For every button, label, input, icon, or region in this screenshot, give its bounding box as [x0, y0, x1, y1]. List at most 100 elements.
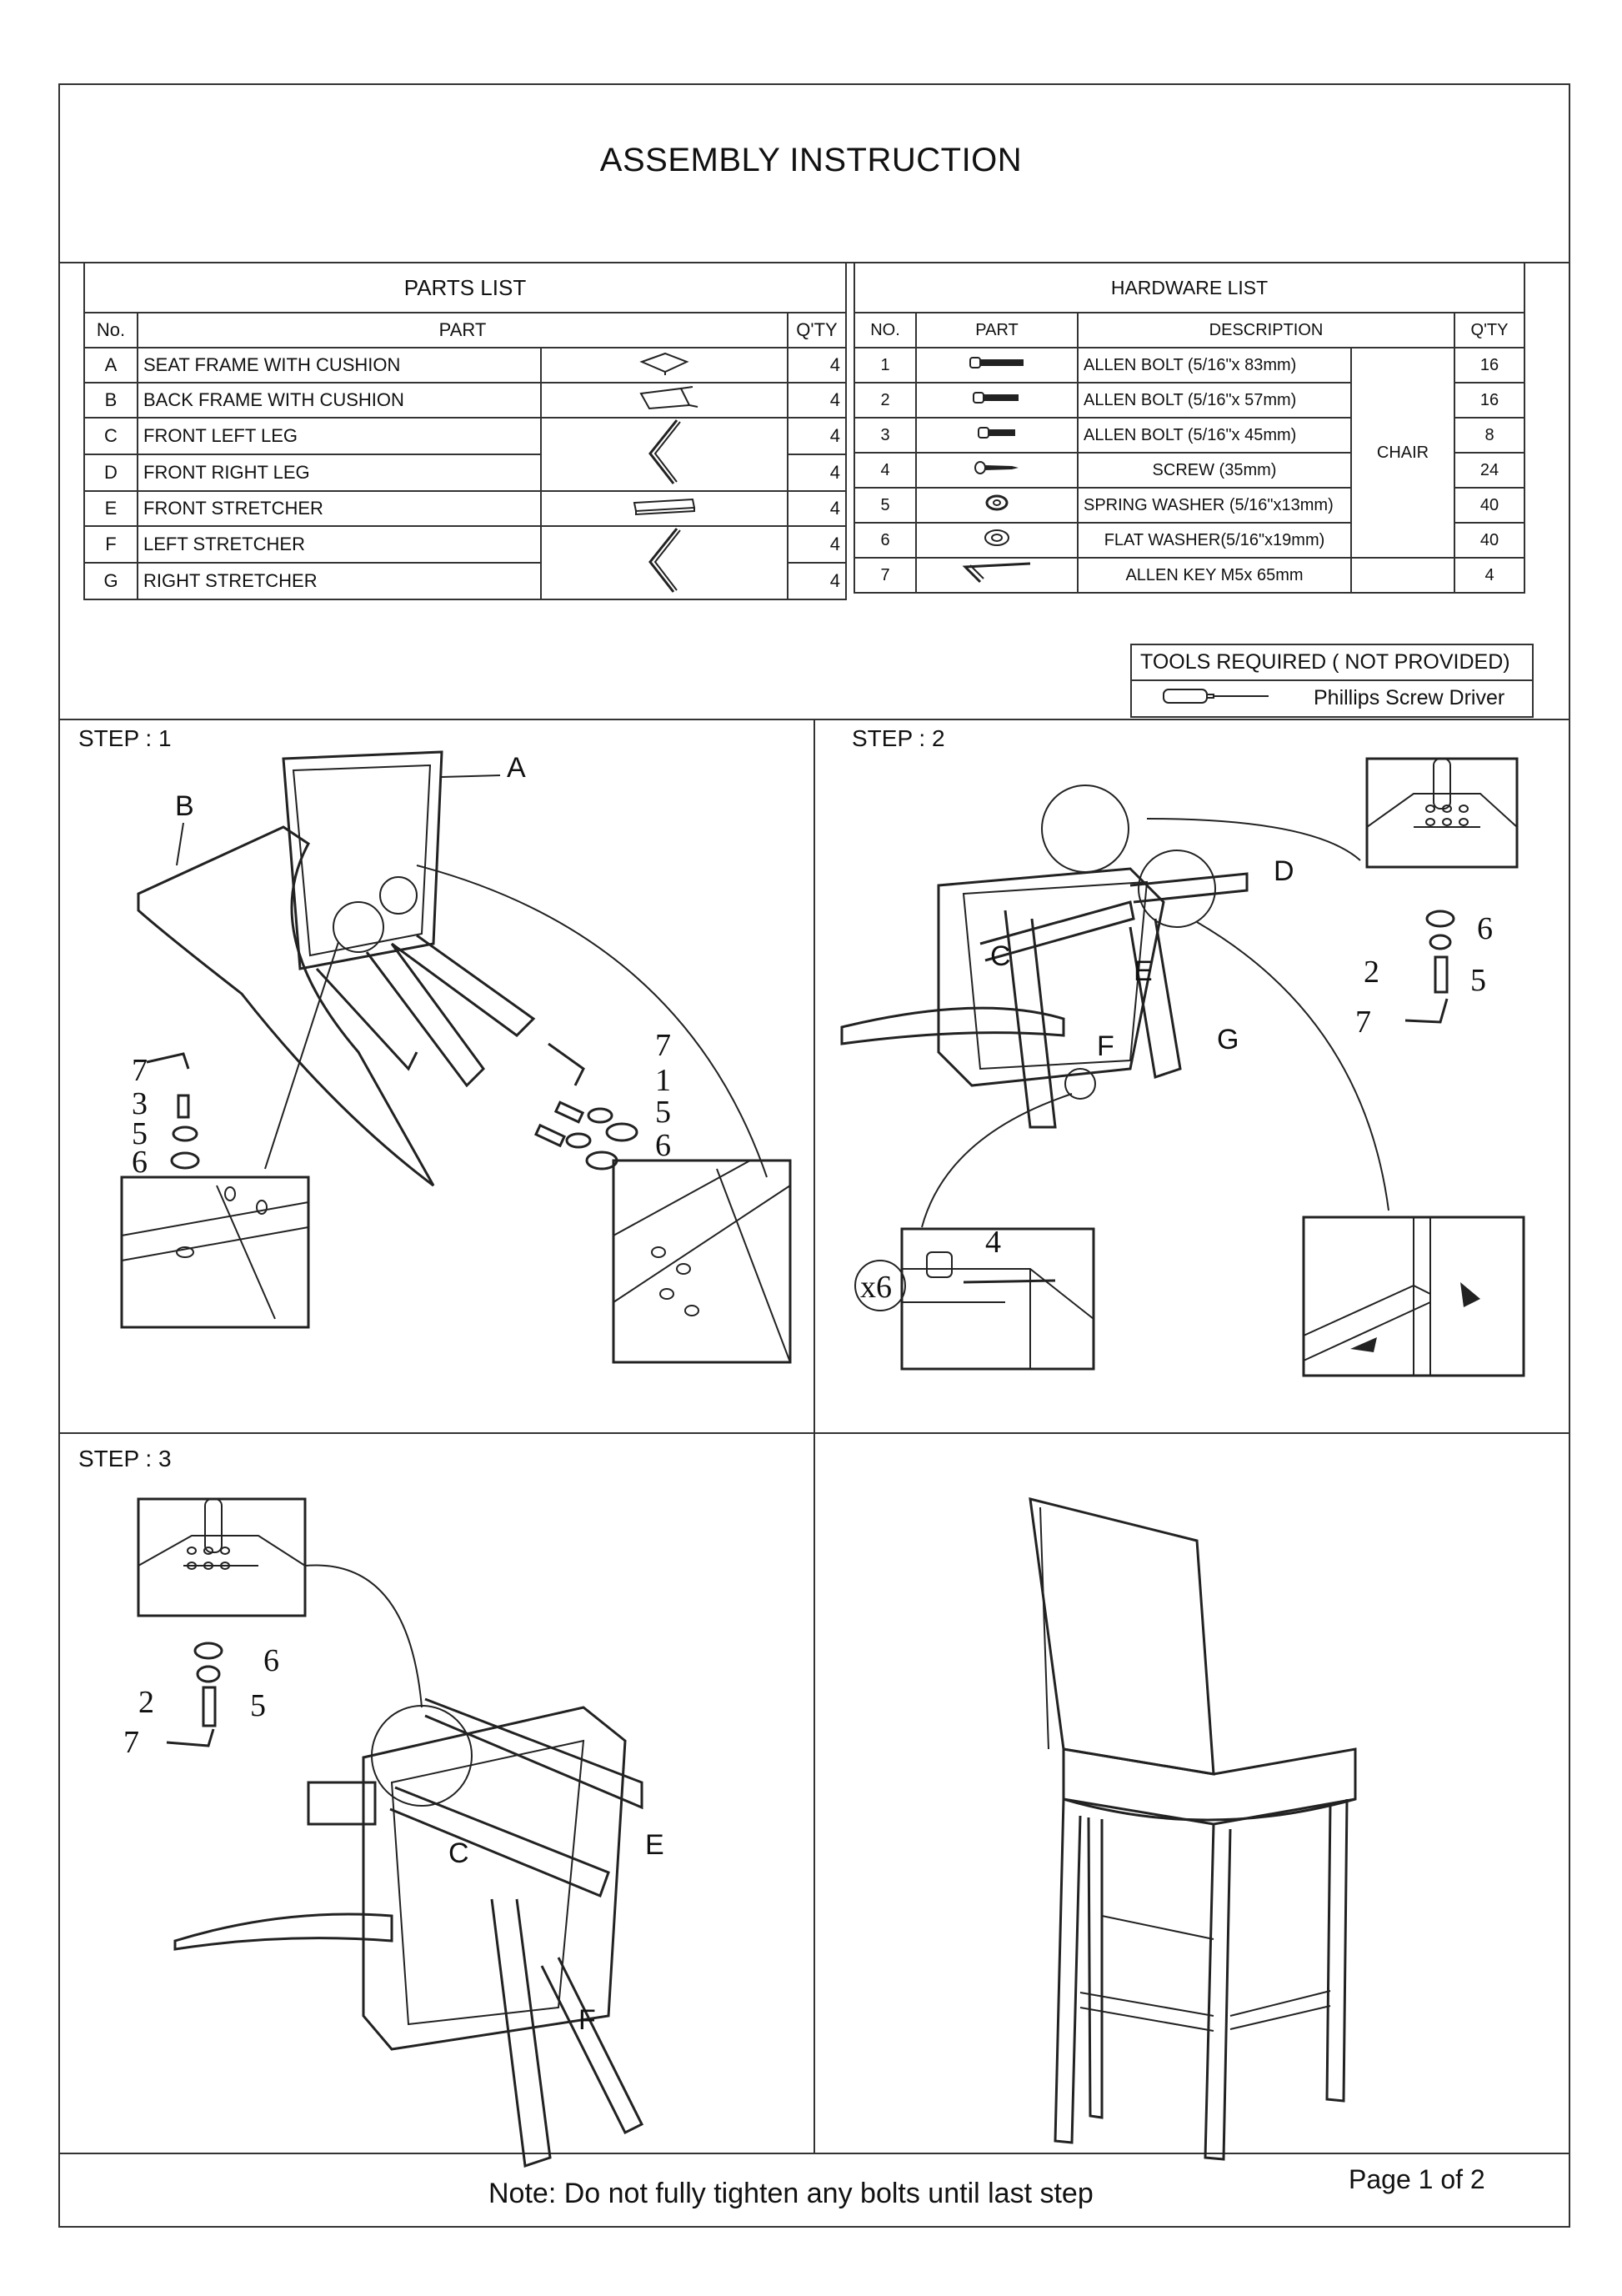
label-d: D	[1274, 855, 1294, 887]
stretcher-icon	[540, 490, 788, 527]
label-b: B	[175, 790, 194, 822]
label-5: 5	[1470, 963, 1486, 998]
part-name: FRONT RIGHT LEG	[137, 454, 542, 492]
table-row: 5 SPRING WASHER (5/16"x13mm) 40	[854, 487, 1525, 524]
parts-header-qty: Q'TY	[787, 312, 847, 348]
label-2: 2	[1364, 955, 1379, 990]
table-row: 3 ALLEN BOLT (5/16"x 45mm) 8	[854, 417, 1525, 454]
table-row: 4 SCREW (35mm) 24	[854, 452, 1525, 489]
table-row: 6 FLAT WASHER(5/16"x19mm) 40	[854, 522, 1525, 559]
parts-list-table: PARTS LIST No. PART Q'TY A SEAT FRAME WI…	[83, 262, 847, 600]
table-row: C FRONT LEFT LEG 4	[83, 417, 847, 492]
part-no: F	[83, 525, 138, 564]
hw-qty: 16	[1454, 347, 1525, 384]
table-row: G RIGHT STRETCHER 4	[83, 562, 847, 600]
detail-box	[612, 1159, 792, 1364]
page-number: Page 1 of 2	[1349, 2164, 1485, 2194]
step-1-illustration: A B 7 3 5 6 7 1 5 6	[120, 750, 792, 1364]
label-6: 6	[132, 1145, 148, 1180]
tools-item: Phillips Screw Driver	[1314, 686, 1505, 709]
label-x6: x6	[860, 1270, 892, 1305]
label-5: 5	[655, 1095, 671, 1130]
bolt-icon	[915, 417, 1079, 454]
part-name: LEFT STRETCHER	[137, 525, 542, 564]
part-qty: 4	[787, 490, 847, 527]
label-6: 6	[1477, 911, 1493, 946]
hw-qty: 40	[1454, 522, 1525, 559]
hw-no: 4	[854, 452, 917, 489]
part-qty: 4	[787, 382, 847, 419]
table-row: F LEFT STRETCHER 4	[83, 525, 847, 600]
allen-key-icon	[915, 557, 1079, 594]
hw-header-part: PART	[915, 312, 1079, 348]
table-row: D FRONT RIGHT LEG 4	[83, 454, 847, 492]
side-stretcher-icon	[540, 525, 788, 600]
spring-washer-icon	[915, 487, 1079, 524]
label-6: 6	[655, 1128, 671, 1163]
hw-description: SPRING WASHER (5/16"x13mm)	[1077, 487, 1352, 524]
label-7: 7	[655, 1028, 671, 1063]
label-2: 2	[138, 1685, 154, 1720]
hw-header-qty: Q'TY	[1454, 312, 1525, 348]
hw-header-description: DESCRIPTION	[1077, 312, 1455, 348]
label-e: E	[645, 1829, 664, 1861]
label-5: 5	[250, 1688, 266, 1723]
screw-icon	[915, 452, 1079, 489]
detail-circle	[379, 876, 418, 915]
hw-description: ALLEN BOLT (5/16"x 45mm)	[1077, 417, 1352, 454]
detail-box	[137, 1497, 307, 1617]
part-no: C	[83, 417, 138, 455]
seat-frame-icon	[540, 347, 788, 384]
divider-steps-vertical	[814, 719, 815, 2153]
detail-circle	[1064, 1068, 1096, 1100]
tools-header: TOOLS REQUIRED ( NOT PROVIDED)	[1132, 645, 1532, 681]
label-f: F	[578, 2004, 596, 2036]
label-e: E	[1134, 955, 1153, 987]
page-frame	[58, 83, 1570, 2228]
hw-qty: 8	[1454, 417, 1525, 454]
hw-qty: 24	[1454, 452, 1525, 489]
detail-circle	[333, 901, 384, 953]
label-3: 3	[132, 1086, 148, 1121]
hw-no: 2	[854, 382, 917, 419]
part-no: D	[83, 454, 138, 492]
hw-no: 7	[854, 557, 917, 594]
table-row: E FRONT STRETCHER 4	[83, 490, 847, 527]
label-f: F	[1097, 1030, 1114, 1062]
label-a: A	[507, 752, 526, 784]
detail-circle	[371, 1705, 473, 1807]
step-3-label: STEP : 3	[78, 1446, 172, 1471]
hw-description: ALLEN BOLT (5/16"x 57mm)	[1077, 382, 1352, 419]
label-c: C	[990, 940, 1011, 972]
detail-box	[120, 1176, 310, 1329]
screwdriver-icon	[1163, 689, 1269, 704]
step-2-label: STEP : 2	[852, 725, 945, 751]
part-qty: 4	[787, 562, 847, 600]
hw-no: 6	[854, 522, 917, 559]
table-row: 1 ALLEN BOLT (5/16"x 83mm) CHAIR 16	[854, 347, 1525, 559]
hw-description: ALLEN KEY M5x 65mm	[1077, 557, 1352, 594]
part-qty: 4	[787, 525, 847, 564]
parts-header-no: No.	[83, 312, 138, 348]
hw-no: 1	[854, 347, 917, 384]
step-1-label: STEP : 1	[78, 725, 172, 751]
bolt-icon	[915, 347, 1079, 384]
part-no: B	[83, 382, 138, 419]
label-5: 5	[132, 1116, 148, 1151]
hw-qty: 4	[1454, 557, 1525, 594]
parts-header-part: PART	[137, 312, 788, 348]
hardware-list-caption: HARDWARE LIST	[854, 262, 1525, 313]
label-c: C	[448, 1837, 469, 1869]
label-7: 7	[1355, 1005, 1371, 1040]
hw-description: SCREW (35mm)	[1077, 452, 1352, 489]
table-row: A SEAT FRAME WITH CUSHION 4	[83, 347, 847, 384]
hw-description: ALLEN BOLT (5/16"x 83mm)	[1077, 347, 1352, 384]
part-name: BACK FRAME WITH CUSHION	[137, 382, 542, 419]
part-name: SEAT FRAME WITH CUSHION	[137, 347, 542, 384]
label-4: 4	[985, 1225, 1001, 1260]
hw-header-no: NO.	[854, 312, 917, 348]
leg-icon	[540, 417, 788, 492]
hardware-list-table: HARDWARE LIST NO. PART DESCRIPTION Q'TY …	[854, 262, 1525, 594]
table-row: 2 ALLEN BOLT (5/16"x 57mm) 16	[854, 382, 1525, 419]
detail-box	[1365, 757, 1519, 869]
